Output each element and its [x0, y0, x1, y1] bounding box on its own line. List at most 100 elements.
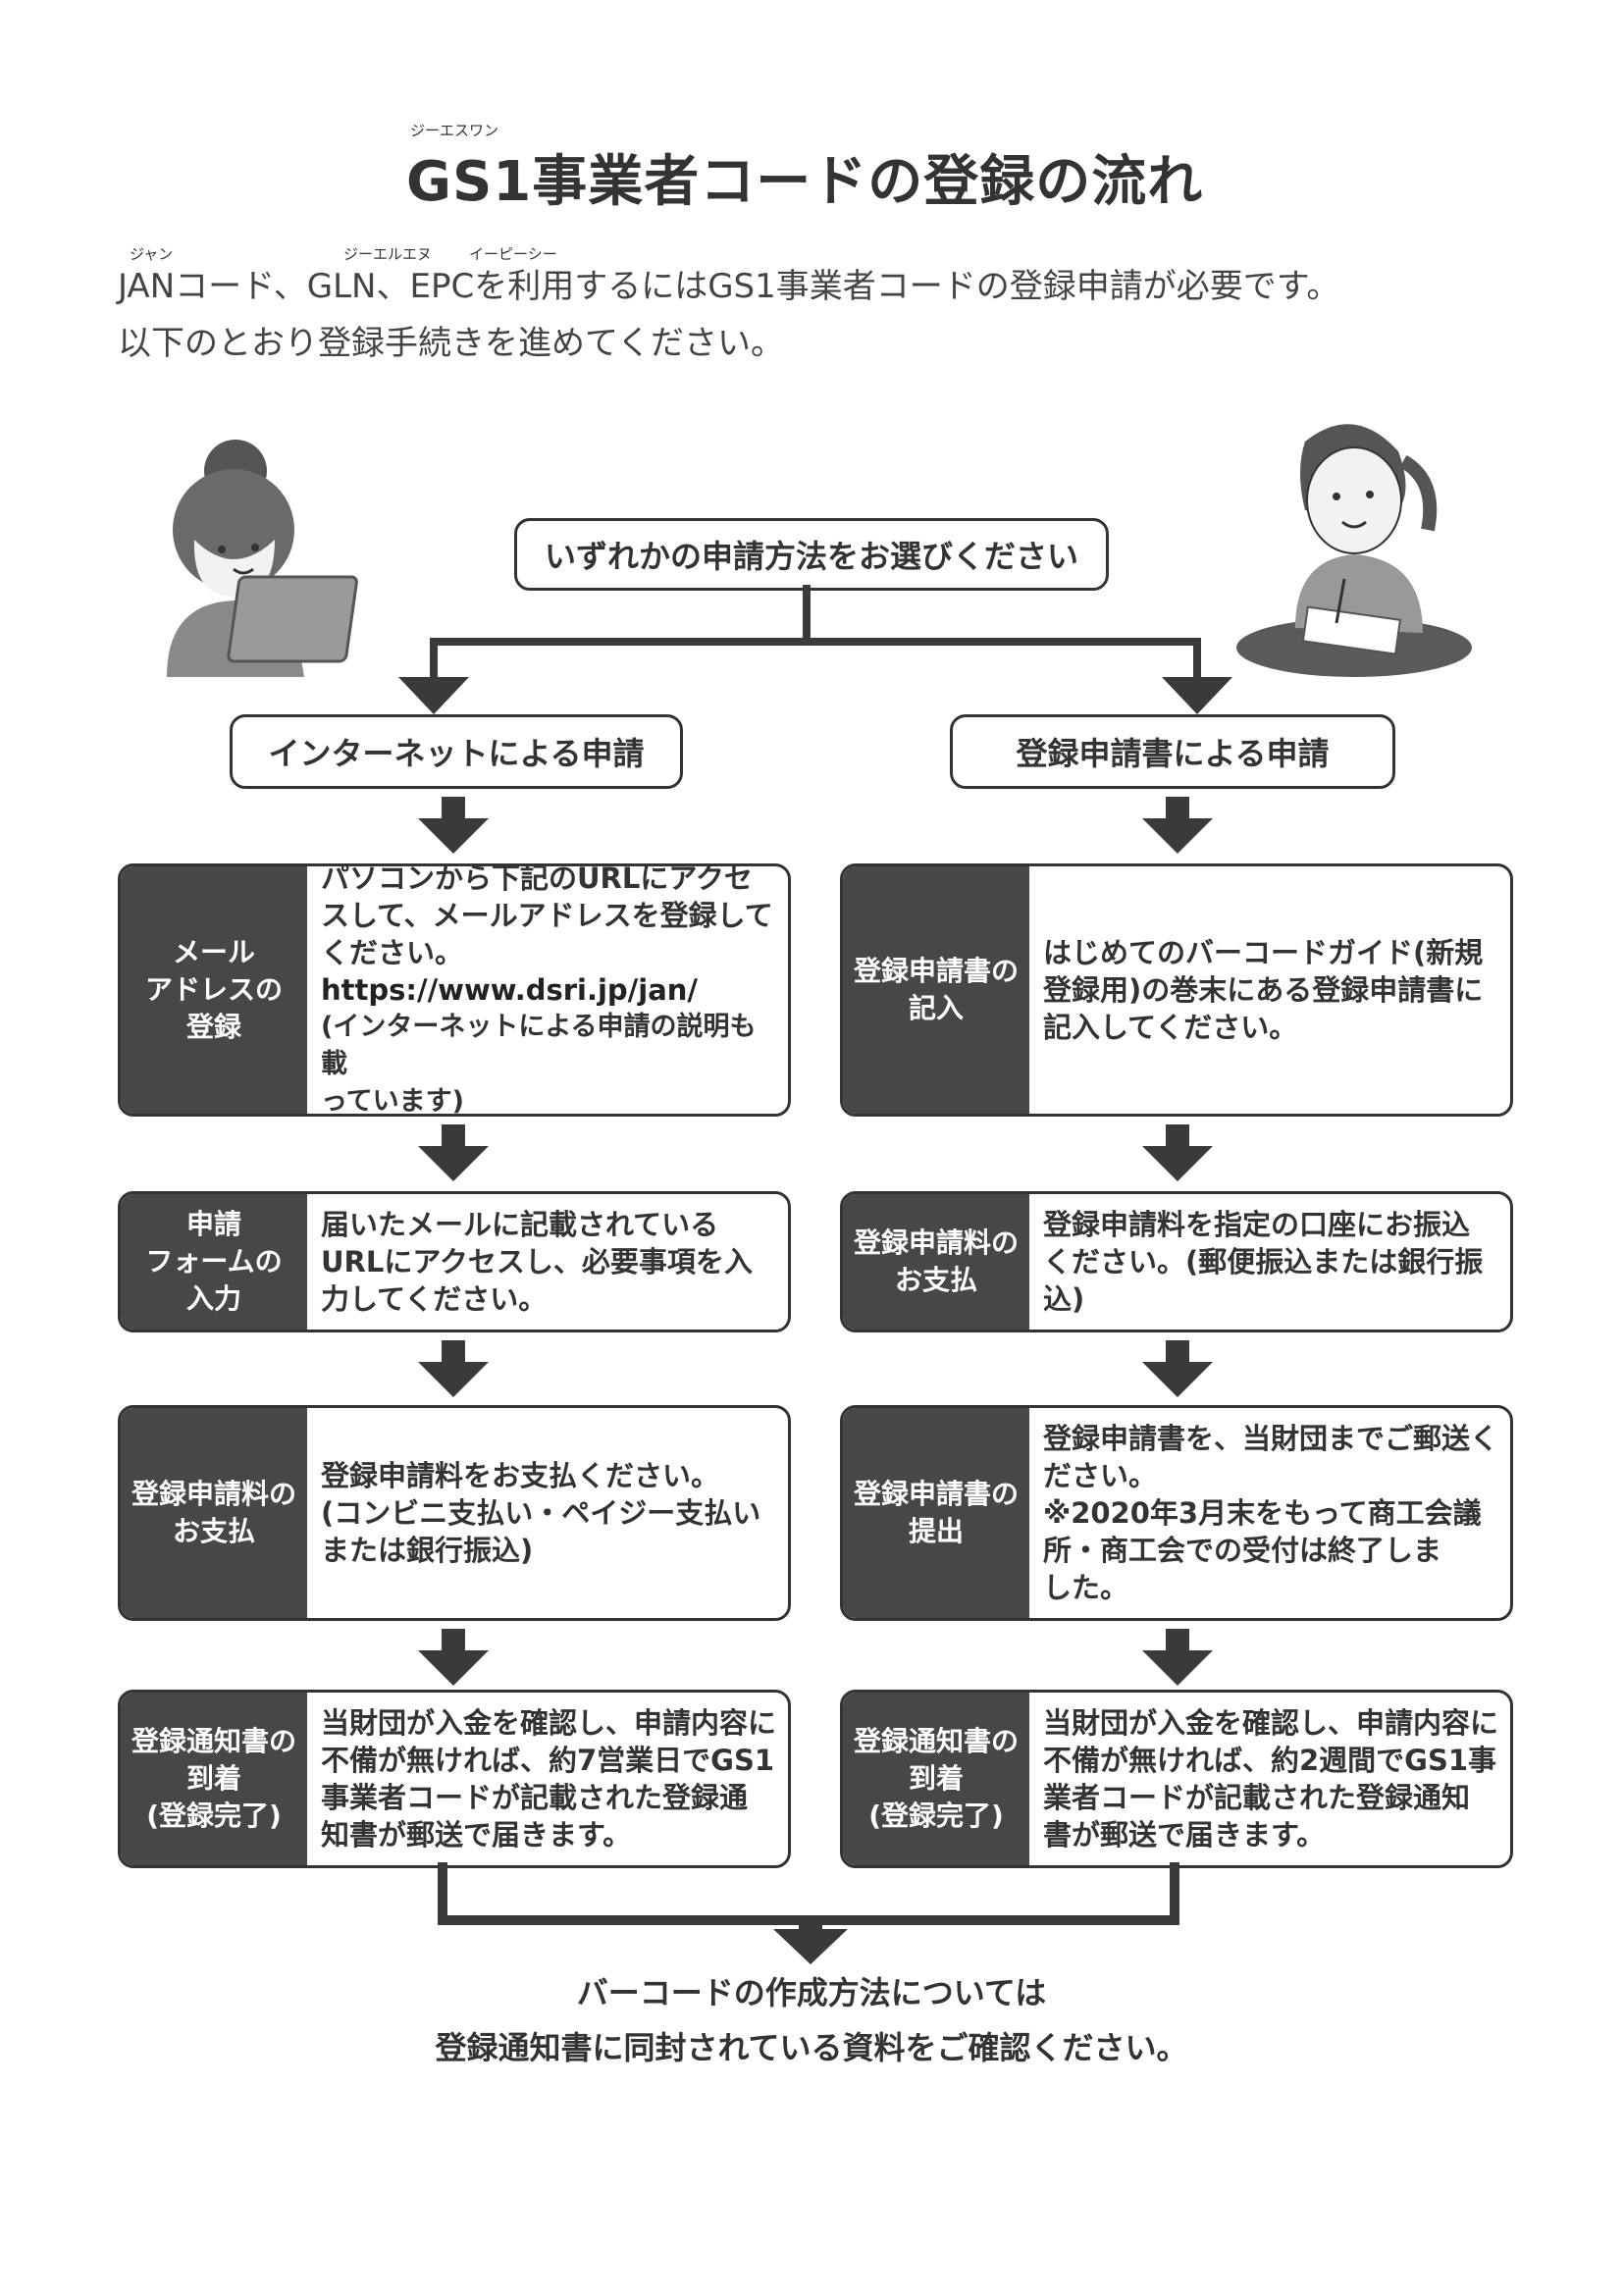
step-body: 登録申請料をお支払ください。 (コンビニ支払い・ペイジー支払い または銀行振込) — [307, 1408, 788, 1618]
step-label: 登録通知書の 到着 (登録完了) — [843, 1693, 1029, 1865]
body-line: 業者コードが記載された登録通知 — [1043, 1781, 1471, 1814]
footer-line-1: バーコードの作成方法については — [576, 1974, 1047, 2011]
body-line: 当財団が入金を確認し、申請内容に — [321, 1706, 777, 1740]
woman-writing-illustration — [1236, 424, 1472, 677]
step-body: 届いたメールに記載されている URLにアクセスし、必要事項を入 力してください。 — [307, 1194, 788, 1330]
label-line: 入力 — [185, 1282, 241, 1315]
body-line: ください。 — [321, 936, 464, 969]
arrow-down-icon — [418, 1629, 489, 1686]
step-body: 登録申請書を、当財団までご郵送く ださい。 ※2020年3月末をもって商工会議 … — [1029, 1408, 1510, 1618]
intro-line-2: 以下のとおり登録手続きを進めてください。 — [118, 324, 784, 363]
label-line: 提出 — [908, 1515, 964, 1547]
choose-method-box: いずれかの申請方法をお選びください — [514, 518, 1109, 591]
step-label: 申請 フォームの 入力 — [121, 1194, 307, 1330]
arrow-down-icon — [418, 1124, 489, 1181]
paper-step-submit-form: 登録申請書の 提出 登録申請書を、当財団までご郵送く ださい。 ※2020年3月… — [840, 1405, 1513, 1621]
body-line: ※2020年3月末をもって商工会議 — [1043, 1496, 1482, 1530]
arrow-down-icon — [398, 677, 469, 714]
body-line: 不備が無ければ、約2週間でGS1事 — [1043, 1744, 1497, 1777]
step-label: メール アドレスの 登録 — [121, 866, 307, 1114]
body-line: 知書が郵送で届きます。 — [321, 1818, 632, 1852]
registration-url-link[interactable]: https://www.dsri.jp/jan/ — [321, 973, 699, 1007]
label-line: メール — [172, 936, 255, 968]
label-line: 記入 — [908, 992, 964, 1024]
body-line: 登録申請料をお支払ください。 — [321, 1459, 720, 1492]
merge-horizontal-line — [438, 1915, 1179, 1925]
ruby-epc: イーピーシー — [469, 245, 557, 263]
paper-step-fill-form: 登録申請書の 記入 はじめてのバーコードガイド(新規 登録用)の巻末にある登録申… — [840, 863, 1513, 1117]
step-body: 当財団が入金を確認し、申請内容に 不備が無ければ、約7営業日でGS1 事業者コー… — [307, 1693, 788, 1865]
label-line: 申請 — [185, 1208, 241, 1240]
step-label: 登録申請料の お支払 — [843, 1194, 1029, 1330]
ruby-gln: ジーエルエヌ — [343, 245, 433, 263]
paper-step-notice-arrival: 登録通知書の 到着 (登録完了) 当財団が入金を確認し、申請内容に 不備が無けれ… — [840, 1690, 1513, 1868]
woman-with-laptop-illustration — [167, 440, 358, 677]
label-line: アドレスの — [144, 973, 283, 1006]
arrow-down-icon — [1142, 1629, 1213, 1686]
body-line: 登録申請書を、当財団までご郵送く — [1043, 1422, 1499, 1455]
body-line: 不備が無ければ、約7営業日でGS1 — [321, 1744, 775, 1777]
internet-method-box: インターネットによる申請 — [230, 714, 683, 789]
paper-step-fee-payment: 登録申請料の お支払 登録申請料を指定の口座にお振込 ください。(郵便振込または… — [840, 1191, 1513, 1332]
body-note-line: っています) — [321, 1086, 464, 1117]
body-line: 届いたメールに記載されている — [321, 1208, 719, 1241]
arrow-down-icon — [418, 1340, 489, 1397]
arrow-down-icon — [1162, 677, 1232, 714]
arrow-down-icon — [773, 1921, 848, 1964]
body-line: URLにアクセスし、必要事項を入 — [321, 1245, 753, 1278]
ruby-jan: ジャン — [130, 245, 174, 263]
arrow-down-icon — [1142, 1340, 1213, 1397]
page-title: GS1事業者コードの登録の流れ — [406, 150, 1204, 214]
label-line: (登録完了) — [146, 1800, 282, 1832]
merge-right-line — [1170, 1862, 1179, 1923]
connector-vertical — [803, 585, 811, 640]
body-line: または銀行振込) — [321, 1534, 534, 1567]
arrow-down-icon — [1142, 1124, 1213, 1181]
intro-line-1: JANコード、GLN、EPCを利用するにはGS1事業者コードの登録申請が必要です… — [118, 267, 1340, 306]
connector-right-drop — [1193, 638, 1201, 683]
connector-left-drop — [430, 638, 438, 683]
internet-step-fee-payment: 登録申請料の お支払 登録申請料をお支払ください。 (コンビニ支払い・ペイジー支… — [118, 1405, 791, 1621]
arrow-down-icon — [418, 797, 489, 854]
body-line: ください。(郵便振込または銀行振 — [1043, 1245, 1484, 1278]
body-note-line: (インターネットによる申請の説明も載 — [321, 1012, 757, 1079]
label-line: (登録完了) — [868, 1800, 1004, 1832]
body-line: 登録用)の巻末にある登録申請書に — [1043, 973, 1484, 1007]
body-line: 書が郵送で届きます。 — [1043, 1818, 1326, 1852]
step-label: 登録申請料の お支払 — [121, 1408, 307, 1618]
label-line: 到着 — [185, 1762, 241, 1795]
step-body: はじめてのバーコードガイド(新規 登録用)の巻末にある登録申請書に 記入してくだ… — [1029, 866, 1510, 1114]
body-line: ださい。 — [1043, 1459, 1158, 1492]
body-line: パソコンから下記のURLにアクセ — [321, 863, 753, 895]
body-line: 込) — [1043, 1282, 1085, 1316]
body-line: (コンビニ支払い・ペイジー支払い — [321, 1496, 761, 1530]
body-line: 当財団が入金を確認し、申請内容に — [1043, 1706, 1499, 1740]
title-ruby: ジーエスワン — [410, 122, 499, 139]
body-line: 事業者コードが記載された登録通 — [321, 1781, 749, 1814]
footer-line-2: 登録通知書に同封されている資料をご確認ください。 — [435, 2029, 1188, 2066]
body-line: スして、メールアドレスを登録して — [321, 899, 773, 932]
internet-step-form-input: 申請 フォームの 入力 届いたメールに記載されている URLにアクセスし、必要事… — [118, 1191, 791, 1332]
body-line: 登録申請料を指定の口座にお振込 — [1043, 1208, 1471, 1241]
step-label: 登録申請書の 記入 — [843, 866, 1029, 1114]
arrow-down-icon — [1142, 797, 1213, 854]
label-line: 登録通知書の — [853, 1725, 1019, 1757]
paper-method-box: 登録申請書による申請 — [950, 714, 1395, 789]
label-line: フォームの — [145, 1245, 283, 1278]
label-line: 登録申請書の — [853, 955, 1019, 987]
label-line: 登録申請料の — [853, 1226, 1019, 1259]
label-line: 到着 — [908, 1762, 964, 1795]
body-line: 記入してください。 — [1043, 1011, 1298, 1044]
step-label: 登録通知書の 到着 (登録完了) — [121, 1693, 307, 1865]
internet-step-email-registration: メール アドレスの 登録 パソコンから下記のURLにアクセ スして、メールアドレ… — [118, 863, 791, 1117]
label-line: 登録 — [185, 1011, 241, 1043]
label-line: 登録通知書の — [131, 1725, 296, 1757]
body-line: した。 — [1043, 1571, 1129, 1604]
label-line: 登録申請料の — [131, 1478, 296, 1510]
label-line: お支払 — [894, 1264, 977, 1296]
step-body: 当財団が入金を確認し、申請内容に 不備が無ければ、約2週間でGS1事 業者コード… — [1029, 1693, 1510, 1865]
body-line: 所・商工会での受付は終了しま — [1043, 1534, 1442, 1567]
step-body: 登録申請料を指定の口座にお振込 ください。(郵便振込または銀行振 込) — [1029, 1194, 1510, 1330]
body-line: はじめてのバーコードガイド(新規 — [1043, 936, 1484, 969]
label-line: 登録申請書の — [853, 1478, 1019, 1510]
